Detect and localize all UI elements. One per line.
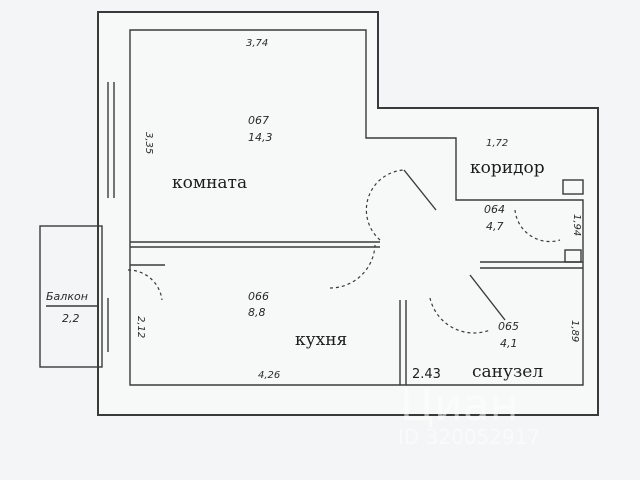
room-name: комната xyxy=(172,173,247,193)
door-arc-room xyxy=(365,169,405,241)
corridor-name: коридор xyxy=(470,158,545,178)
corridor-area: 4,7 xyxy=(486,220,504,233)
dim-bathroom-depth: 1,89 xyxy=(569,320,580,342)
dim-corridor-depth: 1,94 xyxy=(571,214,582,236)
door-arc-kitchen xyxy=(329,244,376,289)
shaft xyxy=(562,179,584,195)
dim-corridor-width: 1,72 xyxy=(486,138,508,149)
door-arc-balcony xyxy=(127,269,163,301)
inner-wall-outline xyxy=(129,29,584,386)
dim-kitchen-depth: 2,12 xyxy=(135,316,146,338)
shaft-2 xyxy=(564,249,582,263)
kitchen-code: 066 xyxy=(248,290,269,303)
kitchen-area: 8,8 xyxy=(248,306,266,319)
door-leaf-bathroom xyxy=(469,274,506,321)
room-code: 067 xyxy=(248,114,269,127)
balcony-name: Балкон xyxy=(46,290,88,303)
dim-room-depth: 3,35 xyxy=(143,132,154,154)
door-arc-corridor xyxy=(514,209,561,243)
watermark-id: ID 320052917 xyxy=(398,425,540,449)
bathroom-name: санузел xyxy=(472,362,543,382)
dim-hall-width: 2.43 xyxy=(412,367,441,382)
door-leaf-room xyxy=(403,169,437,211)
door-arc-bathroom xyxy=(429,297,491,334)
outer-wall xyxy=(97,11,599,416)
kitchen-name: кухня xyxy=(295,330,347,350)
dim-kitchen-width: 4,26 xyxy=(258,370,280,381)
watermark-brand: Циан xyxy=(400,380,519,431)
bathroom-area: 4,1 xyxy=(500,337,518,350)
dim-room-width: 3,74 xyxy=(246,38,268,49)
balcony-area: 2,2 xyxy=(62,312,80,325)
corridor-code: 064 xyxy=(484,203,505,216)
balcony-outline xyxy=(39,225,103,368)
bathroom-code: 065 xyxy=(498,320,519,333)
room-area: 14,3 xyxy=(248,131,273,144)
